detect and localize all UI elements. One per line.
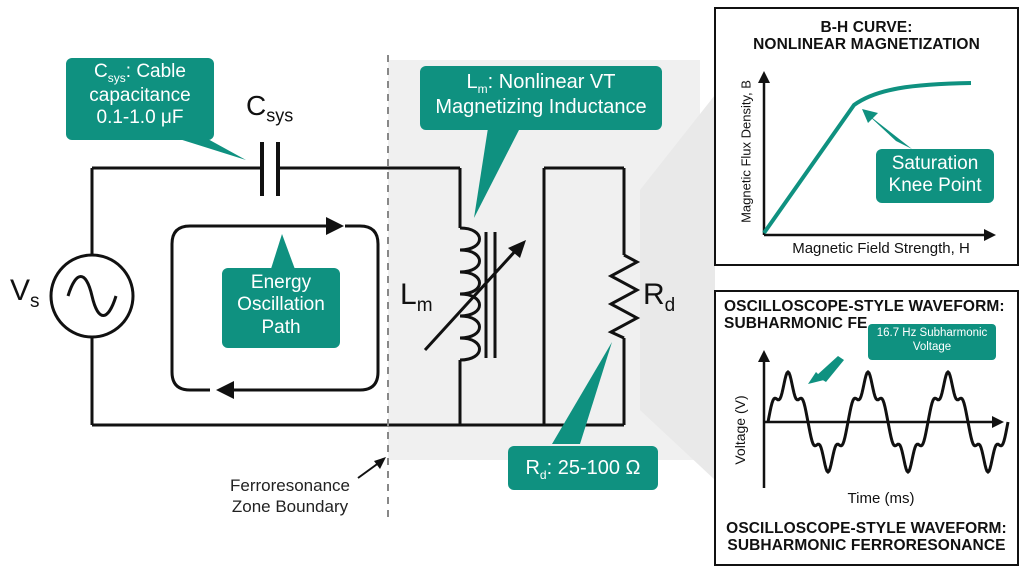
circuit-wires xyxy=(90,166,626,427)
energy-callout: Energy Oscillation Path xyxy=(222,268,340,348)
boundary-label: Ferroresonance Zone Boundary xyxy=(229,476,350,516)
subharmonic-pointer xyxy=(816,356,844,382)
bh-ylabel: Magnetic Flux Density, B xyxy=(738,80,754,223)
csys-callout-tail xyxy=(176,138,246,160)
bh-curve-panel: B-H CURVE: NONLINEAR MAGNETIZATION Magne… xyxy=(714,7,1019,266)
rd-callout-tail xyxy=(552,342,612,444)
loop-arrow-bottom xyxy=(216,381,234,399)
scope-ylabel: Voltage (V) xyxy=(732,395,748,465)
source-label: Vs xyxy=(10,274,40,313)
energy-loop xyxy=(170,224,380,392)
rd-callout: Rd: 25-100 Ω xyxy=(508,446,658,490)
csys-callout: Csys: Cable capacitance 0.1-1.0 μF xyxy=(66,58,214,140)
ac-source-symbol xyxy=(49,253,135,339)
subharmonic-callout: 16.7 Hz Subharmonic Voltage xyxy=(868,324,996,360)
scope-panel-title: OSCILLOSCOPE-STYLE WAVEFORM: SUBHARMONIC… xyxy=(724,298,1005,333)
inductor-label: Lm xyxy=(400,278,433,317)
resistor-label: Rd xyxy=(643,278,676,317)
bh-plot xyxy=(758,71,996,241)
knee-arrowhead xyxy=(862,109,878,123)
zone-connector-shading xyxy=(640,95,715,480)
bh-curve-line xyxy=(762,81,972,235)
saturation-callout: Saturation Knee Point xyxy=(876,149,994,203)
scope-panel: OSCILLOSCOPE-STYLE WAVEFORM: SUBHARMONIC… xyxy=(714,290,1019,566)
resistor-symbol xyxy=(607,253,641,340)
capacitor-symbol xyxy=(260,142,280,196)
subharmonic-arrowhead xyxy=(808,372,824,384)
waveform-trace xyxy=(766,369,1010,475)
lm-callout: Lm: Nonlinear VT Magnetizing Inductance xyxy=(420,66,662,130)
scope-plot xyxy=(758,350,1010,488)
boundary-pointer xyxy=(357,457,386,479)
scope-panel-footer: OSCILLOSCOPE-STYLE WAVEFORM: SUBHARMONIC… xyxy=(726,520,1007,555)
variable-arrow xyxy=(423,240,526,352)
capacitor-label: Csys xyxy=(246,90,294,126)
bh-xlabel: Magnetic Field Strength, H xyxy=(792,240,970,257)
scope-xlabel: Time (ms) xyxy=(847,490,915,507)
bh-panel-title: B-H CURVE: NONLINEAR MAGNETIZATION xyxy=(753,19,980,54)
energy-callout-tail xyxy=(270,234,296,272)
inductor-symbol xyxy=(459,226,497,362)
loop-arrow-top xyxy=(326,217,344,235)
lm-callout-tail xyxy=(474,128,520,218)
knee-pointer-tail xyxy=(866,113,912,149)
